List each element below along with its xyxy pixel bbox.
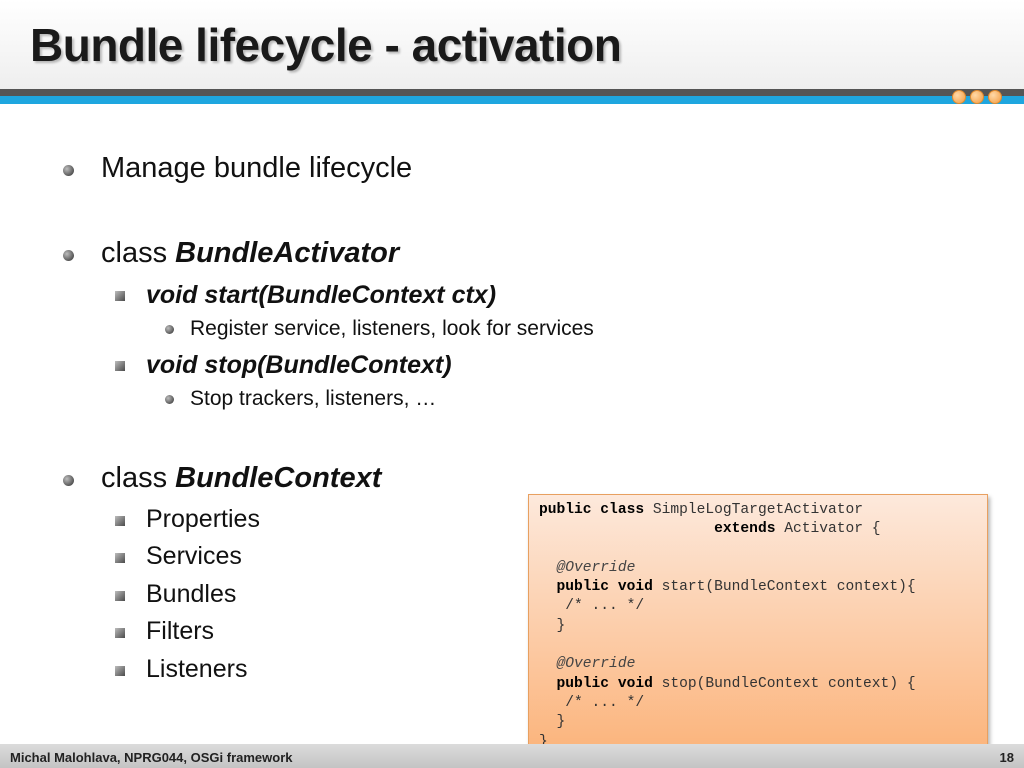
code-start-method: start(BundleContext context){ <box>652 579 916 596</box>
bullet-class-activator: class BundleActivator <box>101 237 399 270</box>
square-bullet-icon <box>115 361 125 371</box>
code-comment: /* ... */ <box>539 598 645 615</box>
stop-signature: void stop(BundleContext) <box>146 351 452 379</box>
header-band-blue <box>0 96 1024 104</box>
context-item: Properties <box>146 505 260 533</box>
bullet-icon <box>63 475 74 486</box>
header-band-dark <box>0 89 1024 96</box>
code-brace: } <box>539 617 566 634</box>
code-indent <box>539 656 557 672</box>
activator-name: BundleActivator <box>175 237 400 269</box>
page-number: 18 <box>999 750 1014 765</box>
stop-description: Stop trackers, listeners, … <box>190 387 437 410</box>
code-indent <box>539 579 557 595</box>
context-name: BundleContext <box>175 462 382 494</box>
class-prefix: class <box>101 462 176 494</box>
bullet-icon <box>165 395 174 404</box>
square-bullet-icon <box>115 666 125 676</box>
context-item: Listeners <box>146 655 248 683</box>
square-bullet-icon <box>115 591 125 601</box>
code-annotation: @Override <box>556 559 636 576</box>
code-brace: } <box>539 733 548 750</box>
orange-dot-icon <box>952 90 966 104</box>
square-bullet-icon <box>115 628 125 638</box>
start-description: Register service, listeners, look for se… <box>190 317 594 340</box>
code-indent <box>539 560 557 576</box>
start-signature: void start(BundleContext ctx) <box>146 281 497 309</box>
code-indent <box>539 676 557 692</box>
footer-bar: Michal Malohlava, NPRG044, OSGi framewor… <box>0 744 1024 768</box>
slide-title: Bundle lifecycle - activation <box>30 19 622 71</box>
orange-dot-icon <box>988 90 1002 104</box>
code-indent <box>539 521 714 537</box>
square-bullet-icon <box>115 291 125 301</box>
square-bullet-icon <box>115 516 125 526</box>
context-item: Filters <box>146 617 215 645</box>
orange-dot-icon <box>970 90 984 104</box>
code-keyword: public class <box>539 502 645 518</box>
code-annotation: @Override <box>556 656 636 673</box>
class-prefix: class <box>101 237 176 269</box>
context-item: Bundles <box>146 580 237 608</box>
code-snippet-box: public class SimpleLogTargetActivator ex… <box>528 494 988 757</box>
bullet-icon <box>63 165 74 176</box>
footer-text: Michal Malohlava, NPRG044, OSGi framewor… <box>10 750 293 765</box>
bullet-icon <box>63 250 74 261</box>
code-keyword: public void <box>556 579 653 596</box>
code-brace: } <box>539 714 566 731</box>
title-bar: Bundle lifecycle - activation <box>0 0 1024 92</box>
code-keyword: extends <box>714 521 776 538</box>
code-comment: /* ... */ <box>539 694 645 711</box>
code-stop-method: stop(BundleContext context) { <box>652 675 916 692</box>
code-keyword: public void <box>556 675 653 692</box>
bullet-icon <box>165 325 174 334</box>
code-class-name: SimpleLogTargetActivator <box>644 502 864 518</box>
bullet-class-context: class BundleContext <box>101 462 381 495</box>
code-base-class: Activator { <box>775 521 881 538</box>
bullet-manage: Manage bundle lifecycle <box>101 152 413 184</box>
context-item: Services <box>146 542 242 570</box>
square-bullet-icon <box>115 553 125 563</box>
code-snippet: public class SimpleLogTargetActivator ex… <box>539 501 916 752</box>
